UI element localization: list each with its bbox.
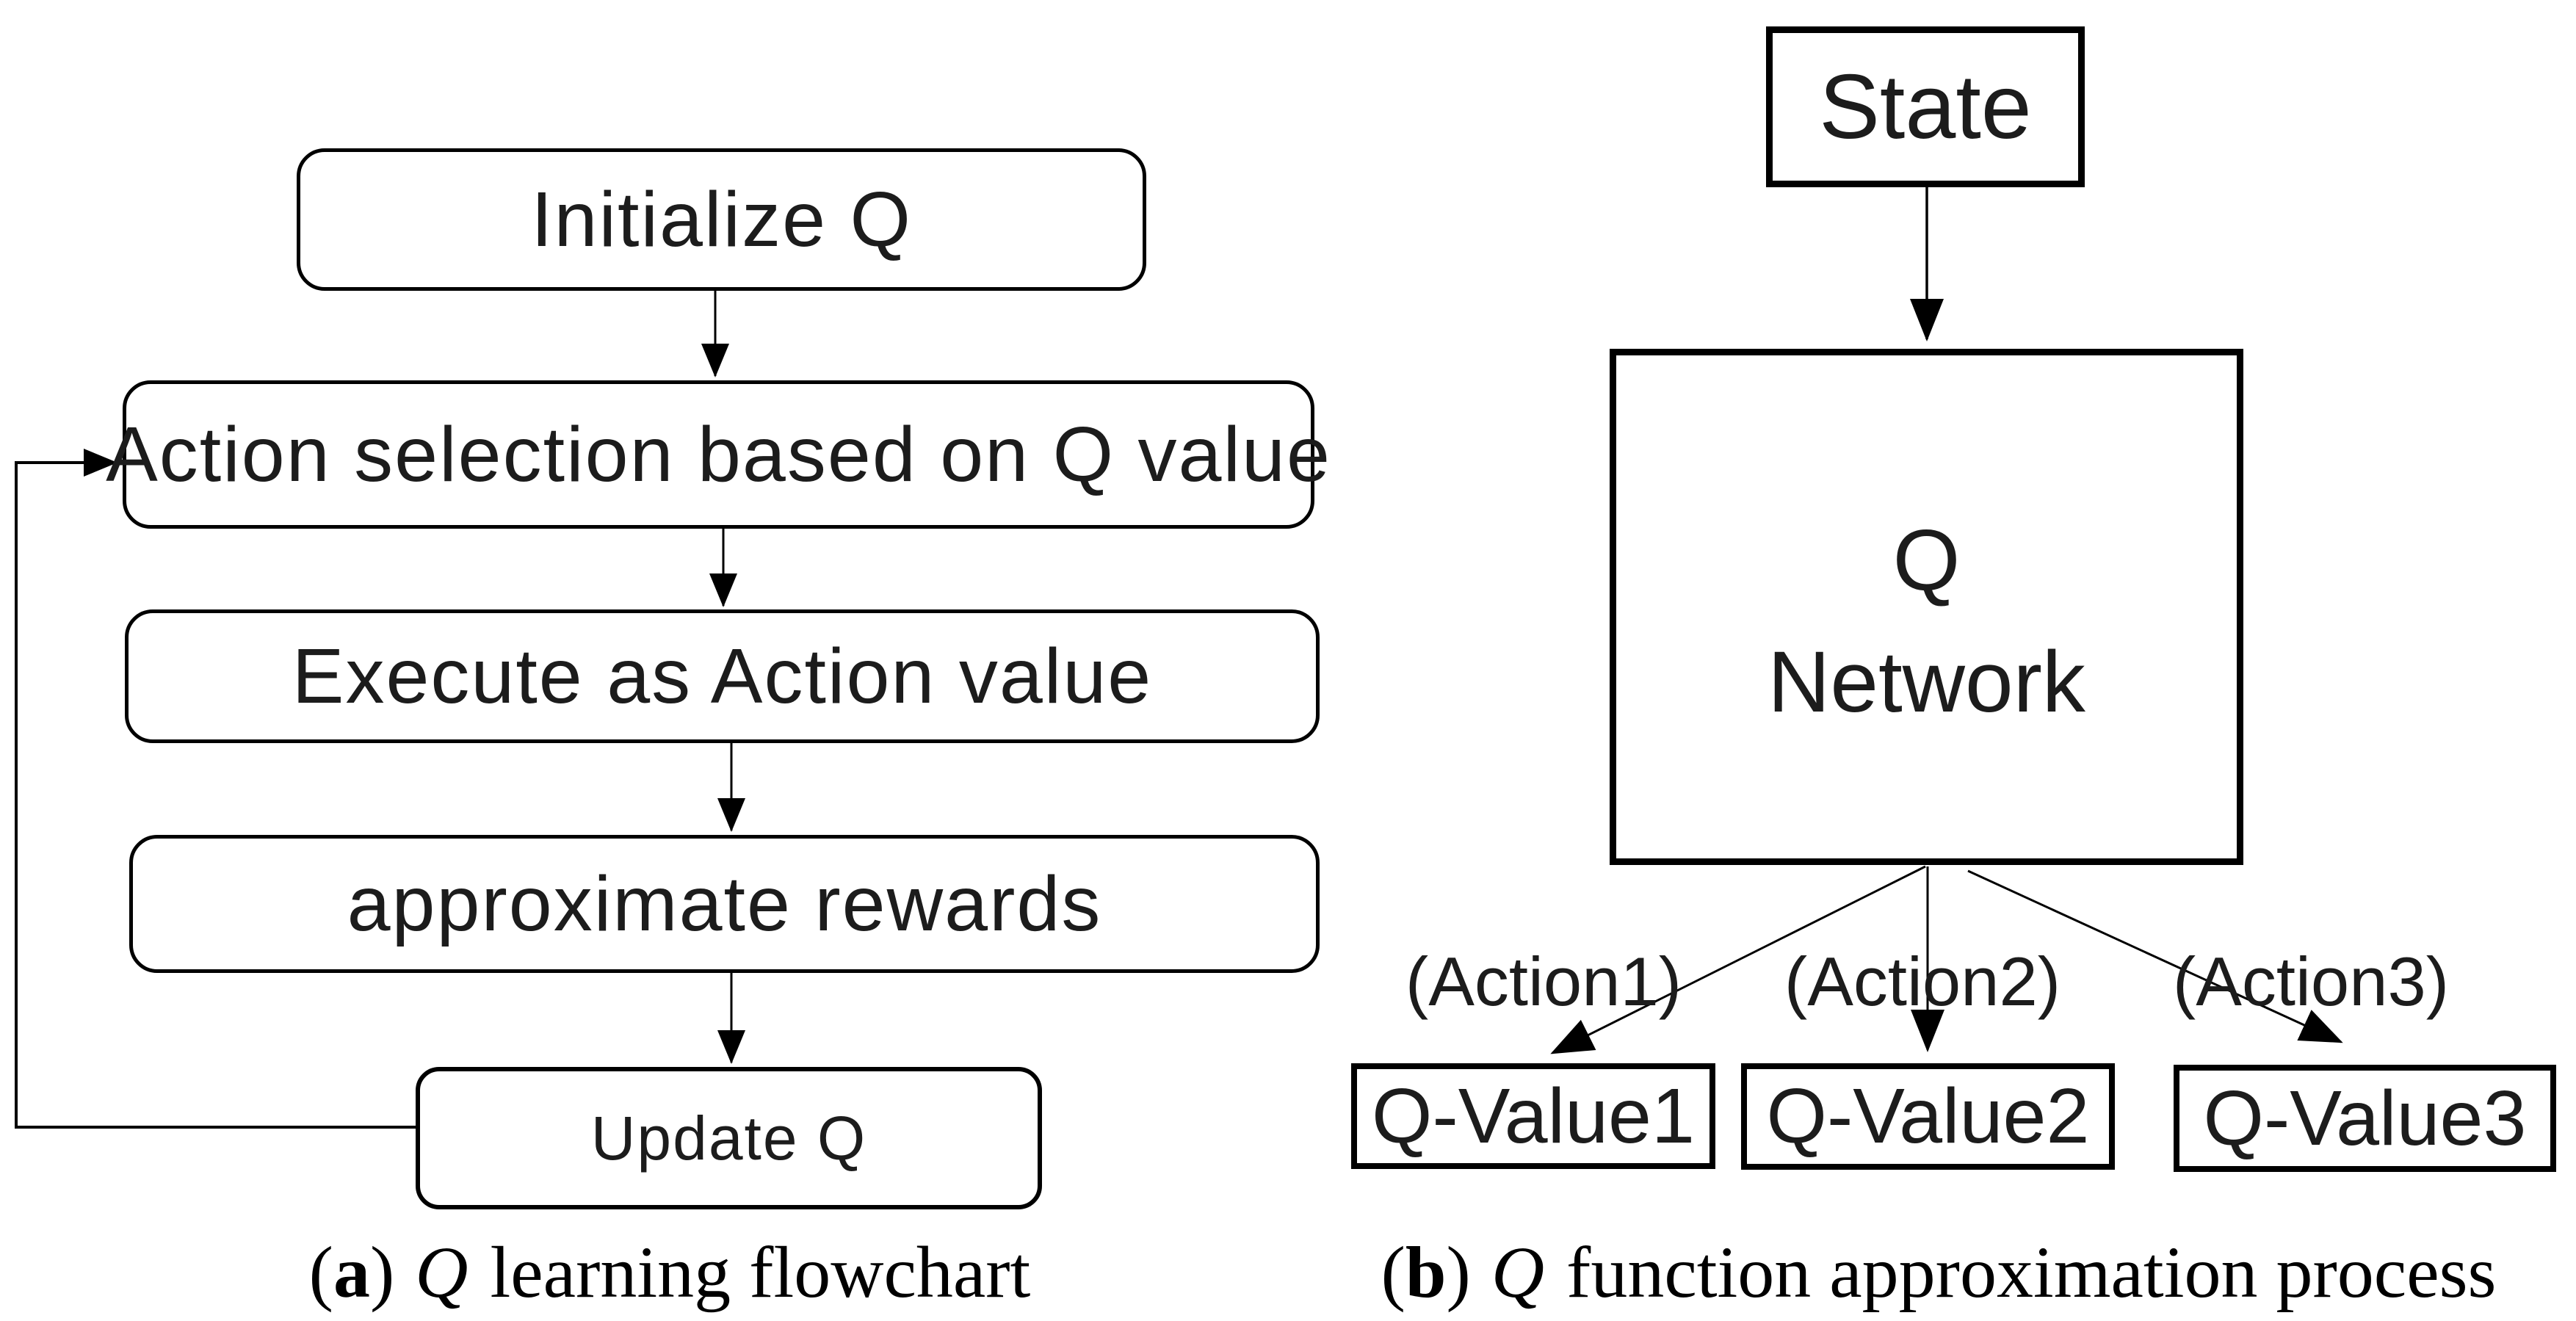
feedback-loop-arrow [15, 449, 416, 1129]
q-network-box: Q Network [1610, 349, 2243, 865]
qvalue1-box: Q-Value1 [1351, 1063, 1715, 1169]
box-label: Initialize Q [531, 175, 912, 263]
action1-label: (Action1) [1405, 943, 1682, 1020]
arrow-network-to-qvalue3 [1967, 869, 2343, 1043]
caption-q-symbol: Q [1491, 1231, 1545, 1313]
qvalue3-box: Q-Value3 [2174, 1065, 2556, 1172]
qvalue3-label: Q-Value3 [2203, 1074, 2527, 1162]
caption-q-symbol: Q [415, 1231, 468, 1313]
caption-paren-close: ) [369, 1231, 395, 1313]
box-label: Update Q [590, 1103, 867, 1173]
caption-text: function approximation process [1566, 1231, 2497, 1313]
qvalue2-box: Q-Value2 [1741, 1063, 2115, 1170]
qvalue2-label: Q-Value2 [1766, 1073, 2090, 1159]
caption-paren-open: ( [1381, 1231, 1405, 1313]
state-label: State [1819, 56, 2032, 158]
box-label: Action selection based on Q value [106, 410, 1331, 498]
q-network-label-line1: Q [1892, 512, 1961, 609]
caption-paren-close: ) [1446, 1231, 1471, 1313]
box-label: Execute as Action value [292, 632, 1153, 720]
caption-text: learning flowchart [490, 1231, 1031, 1313]
box-label: approximate rewards [347, 860, 1102, 947]
arrow-network-to-qvalue1 [1550, 865, 1926, 1054]
flowchart-box-update-q: Update Q [416, 1067, 1042, 1209]
action2-label: (Action2) [1784, 943, 2061, 1020]
state-box: State [1766, 26, 2085, 187]
caption-panel-letter: b [1405, 1231, 1447, 1313]
flowchart-box-action-selection: Action selection based on Q value [106, 380, 1330, 529]
flowchart-box-initialize-q: Initialize Q [297, 148, 1146, 291]
flowchart-box-execute-action: Execute as Action value [125, 609, 1320, 743]
flowchart-box-approximate-rewards: approximate rewards [129, 835, 1320, 973]
caption-panel-letter: a [333, 1231, 370, 1313]
action3-label: (Action3) [2172, 943, 2450, 1020]
caption-paren-open: ( [308, 1231, 333, 1313]
qvalue1-label: Q-Value1 [1372, 1072, 1695, 1159]
q-network-label-line2: Network [1768, 633, 2085, 731]
q-network-label: Q Network [1768, 471, 2085, 742]
